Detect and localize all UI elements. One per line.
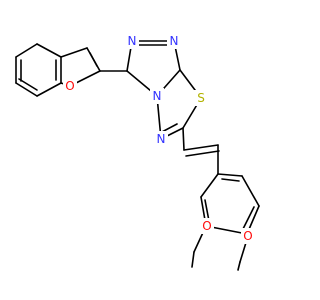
bond-2 [36, 43, 62, 58]
atom-labels-layer: O N N N S N O O [63, 33, 255, 244]
bond-27 [183, 144, 219, 151]
atom-n-triazole-2: N [167, 33, 181, 49]
atom-o-furan-bg [63, 78, 77, 94]
atom-n-thiadiazole: N [154, 131, 168, 147]
bond-40 [191, 251, 195, 268]
atom-n-triazole-2-bg [167, 33, 181, 49]
bond-8 [18, 78, 38, 91]
bond-1 [15, 43, 38, 58]
bond-34 [241, 175, 260, 207]
bond-35 [217, 173, 243, 177]
bond-37 [242, 206, 255, 230]
atom-n-triazole-1-bg [125, 33, 139, 49]
atom-n-bridge-bg [150, 88, 164, 104]
atom-o-methoxy-1-bg [200, 218, 214, 234]
atom-o-methoxy-1: O [200, 218, 214, 234]
atom-o-furan: O [63, 78, 77, 94]
bond-5 [15, 82, 38, 97]
atom-o-furan-label: O [65, 79, 74, 93]
bond-9 [60, 47, 88, 58]
atom-o-methoxy-1-label: O [202, 219, 211, 233]
bonds-layer [15, 40, 260, 271]
bond-36 [204, 199, 210, 222]
atom-n-triazole-1: N [125, 33, 139, 49]
bond-38 [221, 178, 240, 182]
atom-o-methoxy-2-label: O [243, 229, 252, 243]
atom-s-thiadiazole-bg [194, 90, 208, 106]
bond-13 [89, 52, 98, 67]
atom-s-thiadiazole: S [194, 90, 208, 106]
atom-n-triazole-2-label: N [170, 34, 179, 48]
atom-s-thiadiazole-label: S [197, 91, 205, 105]
atom-o-methoxy-2-bg [241, 228, 255, 244]
atom-o-methoxy-2: O [241, 228, 255, 244]
bond-26 [182, 127, 185, 151]
bond-42 [237, 261, 241, 271]
bond-28 [185, 150, 220, 157]
atom-n-bridge-label: N [153, 89, 162, 103]
atom-n-triazole-1-label: N [128, 34, 137, 48]
atom-n-bridge: N [150, 88, 164, 104]
atom-n-thiadiazole-label: N [157, 132, 166, 146]
atom-n-thiadiazole-bg [154, 131, 168, 147]
bond-4 [36, 82, 62, 97]
molecule-structure: O N N N S N O O [15, 33, 260, 271]
bond-30 [200, 173, 219, 198]
